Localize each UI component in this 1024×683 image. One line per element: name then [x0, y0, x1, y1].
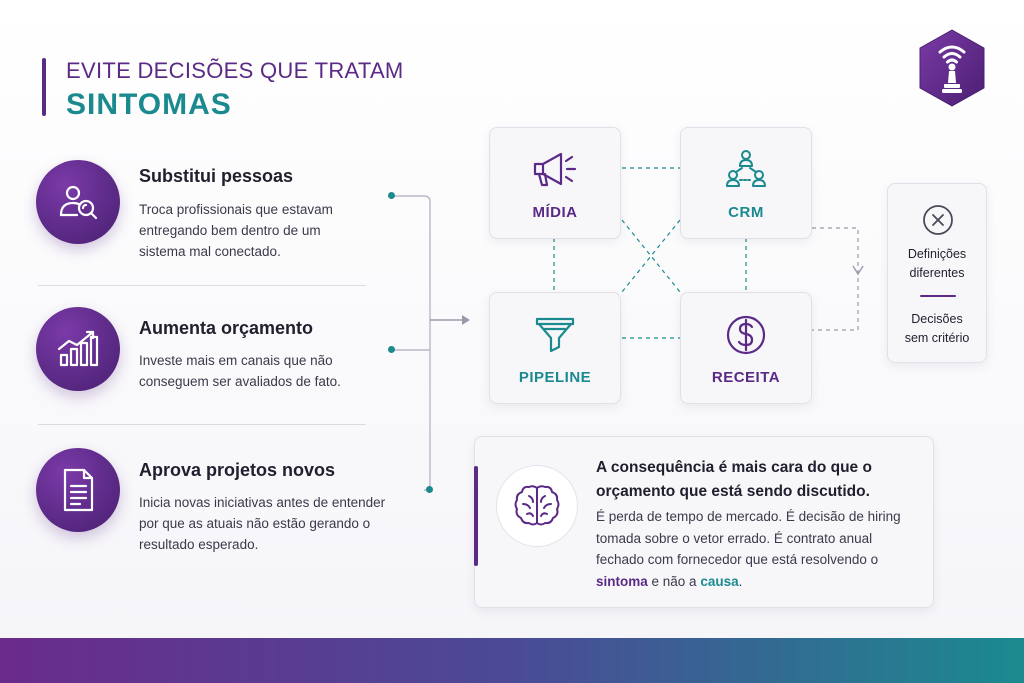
card-label: CRM — [728, 204, 764, 221]
logo — [916, 28, 988, 108]
brain-icon-circle — [496, 465, 578, 547]
consequence-body: É perda de tempo de mercado. É decisão d… — [596, 506, 922, 592]
consequence-accent-bar — [474, 466, 478, 566]
connector-dot — [388, 346, 395, 353]
result-card: Definições diferentes Decisões sem crité… — [887, 183, 987, 363]
result-text: Decisões — [911, 312, 963, 326]
connector-dot — [426, 486, 433, 493]
result-text: sem critério — [904, 331, 970, 345]
x-circle-icon — [923, 205, 953, 235]
item-description: Inicia novas iniciativas antes de entend… — [139, 495, 386, 552]
item-description: Investe mais em canais que não conseguem… — [139, 353, 341, 389]
title-accent-bar — [42, 58, 46, 116]
result-divider — [920, 295, 956, 297]
page-title-line2: SINTOMAS — [66, 88, 232, 121]
item-icon-circle — [36, 307, 120, 391]
page-title-line1: EVITE DECISÕES QUE TRATAM — [66, 58, 404, 83]
card-pipeline: PIPELINE — [489, 292, 621, 404]
consequence-text: . — [738, 573, 743, 589]
card-label: RECEITA — [711, 369, 781, 386]
funnel-icon — [535, 317, 575, 353]
item-description: Troca profissionais que estavam entregan… — [139, 202, 333, 259]
signal-chess-pawn-icon — [919, 29, 985, 107]
highlight-causa: causa — [700, 573, 739, 589]
megaphone-icon — [533, 152, 577, 187]
item-title: Substitui pessoas — [139, 166, 294, 186]
item-icon-circle — [36, 160, 120, 244]
item-title: Aprova projetos novos — [139, 460, 336, 480]
highlight-sintoma: sintoma — [596, 573, 648, 589]
card-label: MÍDIA — [532, 204, 578, 221]
consequence-text: e não a — [647, 573, 701, 589]
growth-chart-icon — [57, 330, 99, 367]
result-text: diferentes — [909, 266, 965, 280]
divider — [38, 424, 366, 425]
card-links — [553, 167, 864, 339]
item-title: Aumenta orçamento — [139, 318, 314, 338]
card-crm: CRM — [680, 127, 812, 239]
item-icon-circle — [36, 448, 120, 532]
card-midia: MÍDIA — [489, 127, 621, 239]
card-label: PIPELINE — [518, 369, 592, 386]
person-search-icon — [59, 185, 98, 220]
connector-dot — [388, 192, 395, 199]
document-icon — [63, 468, 94, 512]
dollar-circle-icon — [726, 315, 766, 355]
divider — [38, 285, 366, 286]
footer-gradient-bar — [0, 638, 1024, 683]
brain-icon — [514, 485, 560, 526]
network-people-icon — [726, 150, 766, 187]
result-text: Definições — [907, 247, 967, 261]
consequence-text: É perda de tempo de mercado. É decisão d… — [596, 509, 901, 567]
consequence-title: A consequência é mais cara do que o orça… — [596, 459, 872, 500]
card-receita: RECEITA — [680, 292, 812, 404]
